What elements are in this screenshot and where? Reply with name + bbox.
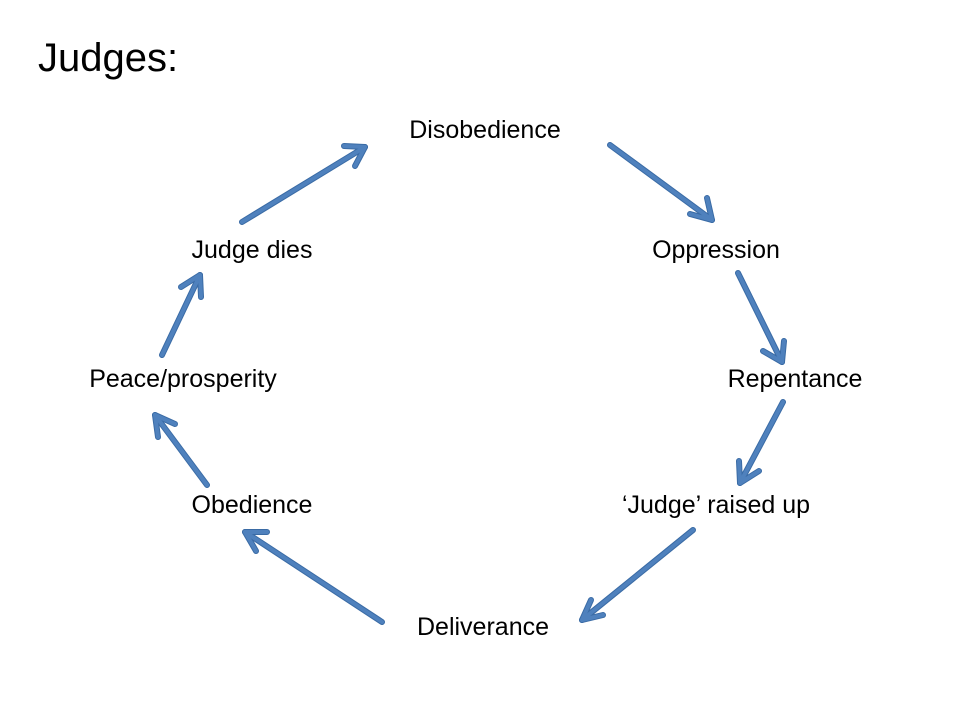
stage-obedience: Obedience: [191, 491, 313, 519]
stage-peace-prosperity: Peace/prosperity: [89, 365, 277, 393]
stage-judge-dies: Judge dies: [191, 236, 313, 264]
stage-judge-raised-up: ‘Judge’ raised up: [621, 491, 811, 519]
arrow-oppression-to-repentance: [735, 270, 787, 365]
stage-oppression: Oppression: [652, 236, 780, 264]
arrow-disobedience-to-oppression: [607, 142, 715, 223]
arrow-judge-raised-up-to-deliverance: [579, 527, 696, 623]
slide-title: Judges:: [38, 36, 179, 80]
arrow-obedience-to-peace-prosperity: [152, 412, 210, 488]
stage-repentance: Repentance: [727, 365, 863, 393]
arrow-judge-dies-to-disobedience: [239, 143, 368, 225]
stage-deliverance: Deliverance: [416, 613, 550, 641]
arrow-deliverance-to-obedience: [242, 529, 385, 625]
arrow-peace-prosperity-to-judge-dies: [159, 272, 204, 358]
arrow-repentance-to-judge-raised-up: [736, 399, 786, 486]
stage-disobedience: Disobedience: [409, 116, 561, 144]
